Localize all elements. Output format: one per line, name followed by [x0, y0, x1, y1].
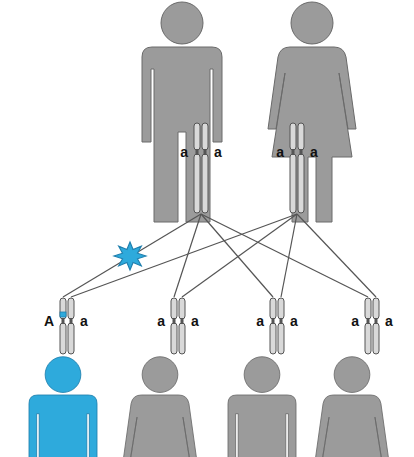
chromosome [270, 298, 276, 354]
allele-label: a [351, 297, 359, 329]
allele-label: a [80, 297, 88, 329]
chromosome [365, 298, 371, 354]
chromosome-pair: aa [157, 297, 199, 355]
allele-label: a [256, 297, 264, 329]
chromosome-shape [168, 297, 188, 355]
mutation-burst [114, 242, 146, 270]
chromosome [179, 298, 185, 354]
allele-label: a [310, 122, 318, 160]
chromosome [202, 123, 208, 213]
allele-label: a [214, 122, 222, 160]
mutation-band [60, 312, 66, 317]
chromosome [194, 123, 200, 213]
allele-label: a [180, 122, 188, 160]
daughter-figure [315, 357, 390, 457]
allele-label: a [385, 297, 393, 329]
allele-label: a [191, 297, 199, 329]
allele-label: a [157, 297, 165, 329]
inheritance-line [297, 214, 376, 297]
inheritance-line [281, 214, 297, 297]
chromosome [290, 123, 296, 213]
chromosome-pair: aa [276, 122, 318, 214]
father-figure [142, 2, 222, 222]
inheritance-line [63, 214, 201, 297]
chromosome-shape [267, 297, 287, 355]
chromosome-pair: aa [180, 122, 222, 214]
chromosome-pair: Aa [44, 297, 88, 355]
chromosome [298, 123, 304, 213]
son-figure [228, 357, 296, 457]
chromosome-shape [362, 297, 382, 355]
daughter-figure [123, 357, 198, 457]
inheritance-line [174, 214, 201, 297]
chromosome [68, 298, 74, 354]
chromosome [373, 298, 379, 354]
chromosome [278, 298, 284, 354]
chromosome [171, 298, 177, 354]
inheritance-line [182, 214, 297, 297]
chromosome-pair: aa [256, 297, 298, 355]
chromosome-shape [287, 122, 307, 214]
allele-label: a [290, 297, 298, 329]
mother-figure [268, 2, 356, 222]
affected-son-figure [29, 357, 97, 457]
inheritance-line [201, 214, 368, 297]
allele-label: a [276, 122, 284, 160]
chromosome [60, 298, 66, 354]
allele-label: A [44, 297, 54, 329]
chromosome-shape [57, 297, 77, 355]
chromosome-shape [191, 122, 211, 214]
inheritance-line [71, 214, 297, 297]
chromosome-pair: aa [351, 297, 393, 355]
